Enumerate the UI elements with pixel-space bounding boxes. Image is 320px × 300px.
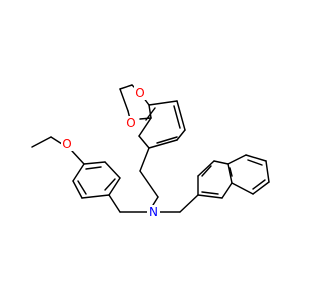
atom-labels: O O O N xyxy=(61,86,160,219)
atom-o-1-bg xyxy=(134,86,146,100)
bond xyxy=(229,167,233,177)
bond xyxy=(148,104,152,119)
bond xyxy=(221,182,233,199)
bond xyxy=(201,191,219,195)
bond xyxy=(176,100,186,131)
bond xyxy=(265,160,270,183)
bond xyxy=(148,100,178,106)
bond xyxy=(245,154,267,162)
bond xyxy=(252,181,270,195)
bond xyxy=(83,161,106,165)
bond xyxy=(227,163,233,184)
bond xyxy=(145,107,156,121)
structure-diagram: O O O N xyxy=(31,84,270,219)
bond xyxy=(72,180,83,199)
bond xyxy=(139,170,159,198)
bond xyxy=(252,179,266,190)
bond xyxy=(81,194,110,199)
bond xyxy=(31,136,52,148)
bond xyxy=(139,117,152,120)
bond xyxy=(152,196,159,206)
bond xyxy=(201,165,212,177)
atom-n-1-label: N xyxy=(149,205,158,219)
bond xyxy=(108,194,121,213)
bond xyxy=(50,136,63,145)
atom-o-1-label: O xyxy=(135,86,144,100)
bond xyxy=(213,160,229,165)
atom-o-3-bg xyxy=(61,137,73,151)
atom-o-2: O xyxy=(125,116,137,130)
bond xyxy=(71,150,85,165)
bond xyxy=(231,182,254,195)
bond xyxy=(197,160,215,177)
bond xyxy=(156,136,178,144)
bond xyxy=(85,166,102,170)
bond xyxy=(179,194,199,213)
bond xyxy=(138,117,152,137)
atom-o-3-label: O xyxy=(62,137,71,151)
atom-o-3: O xyxy=(61,137,73,151)
bond xyxy=(108,177,121,196)
bond xyxy=(173,105,181,129)
atom-o-2-label: O xyxy=(126,116,135,130)
bond xyxy=(176,129,186,141)
bond xyxy=(77,180,87,195)
bond xyxy=(148,139,178,149)
bond xyxy=(197,194,223,199)
bond xyxy=(227,154,247,165)
bond-lines xyxy=(31,84,270,213)
bond xyxy=(138,135,150,149)
bond xyxy=(139,147,150,172)
atom-n-1-bg xyxy=(147,205,160,219)
bond xyxy=(119,88,129,112)
bond xyxy=(247,159,263,166)
atom-o-2-bg xyxy=(125,116,137,130)
bond xyxy=(104,178,116,191)
atom-o-1: O xyxy=(134,86,146,100)
bond xyxy=(104,161,121,179)
bond xyxy=(72,163,85,182)
bond xyxy=(119,84,133,90)
atom-n-1: N xyxy=(147,205,160,219)
